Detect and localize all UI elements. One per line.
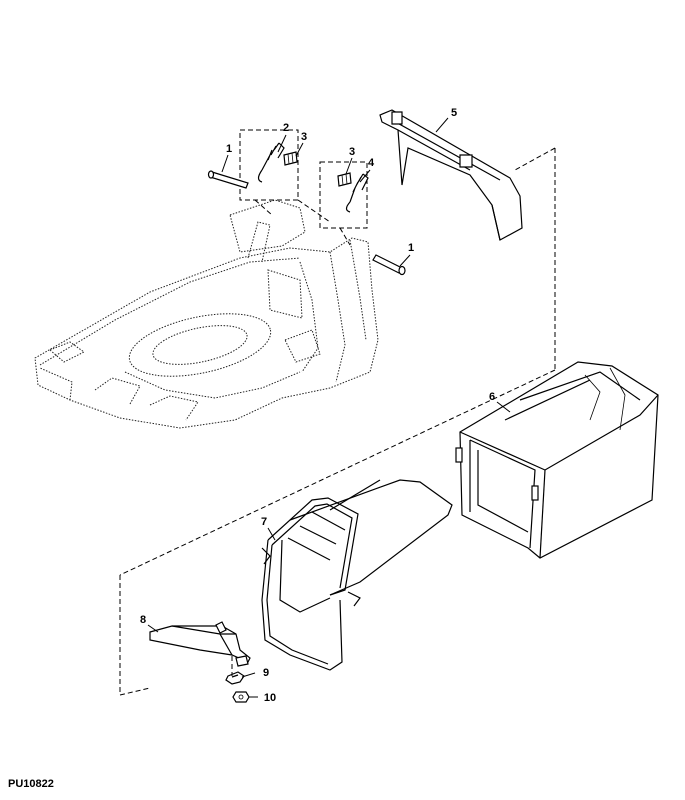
- callout-5: 5: [451, 107, 457, 119]
- callout-10: 10: [264, 692, 276, 704]
- torsion-spring-left: [257, 142, 285, 183]
- callout-labels: 1 2 3 3 4 1 5 6 7 8 9 10: [140, 107, 495, 704]
- figure-reference-code: PU10822: [8, 778, 54, 790]
- bag-frame: [261, 479, 453, 671]
- callout-3-left: 3: [301, 131, 307, 143]
- callout-7: 7: [261, 516, 267, 528]
- callout-9: 9: [263, 667, 269, 679]
- mower-deck-ghost: [34, 199, 379, 429]
- deflector: [149, 621, 251, 667]
- assembly-guide-lines: [119, 129, 556, 696]
- leader-lines: [147, 117, 511, 698]
- rear-flap: [379, 109, 523, 241]
- callout-2: 2: [283, 122, 289, 134]
- callout-1-left: 1: [226, 143, 232, 155]
- bushing-left: [283, 151, 298, 166]
- grass-bag: [455, 361, 659, 559]
- pin-left: [207, 170, 249, 189]
- nut: [232, 691, 250, 703]
- callout-8: 8: [140, 614, 146, 626]
- callout-4: 4: [368, 157, 375, 169]
- clip: [225, 671, 245, 685]
- bushing-right: [337, 172, 352, 187]
- pin-right: [372, 254, 406, 276]
- callout-6: 6: [489, 391, 495, 403]
- callout-1-right: 1: [408, 242, 414, 254]
- callout-3-right: 3: [349, 146, 355, 158]
- torsion-spring-right: [345, 173, 369, 213]
